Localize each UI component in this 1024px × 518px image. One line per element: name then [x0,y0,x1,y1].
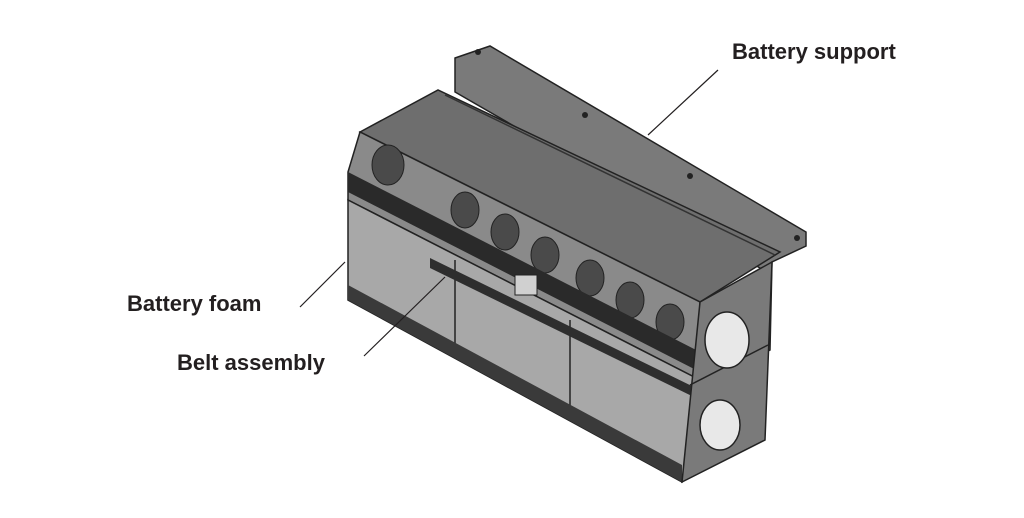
label-battery-support: Battery support [732,39,896,64]
belt-band [348,172,700,372]
cell-cutouts [371,144,685,341]
leader-battery-foam [299,261,346,308]
end-cell-hole-lower [699,399,741,451]
label-belt-assembly: Belt assembly [177,350,325,375]
bracket-hole [582,112,588,118]
leader-belt-assembly [363,276,446,357]
label-battery-foam: Battery foam [127,291,262,316]
bottom-strip [348,285,682,482]
lid-seam [444,94,776,256]
bracket-hole [687,173,693,179]
end-cell-hole-upper [704,311,750,369]
leader-battery-support [647,69,719,136]
bracket-hole [475,49,481,55]
bracket-hole [794,235,800,241]
belt-buckle [514,274,538,296]
belt-lower-band [430,258,700,400]
